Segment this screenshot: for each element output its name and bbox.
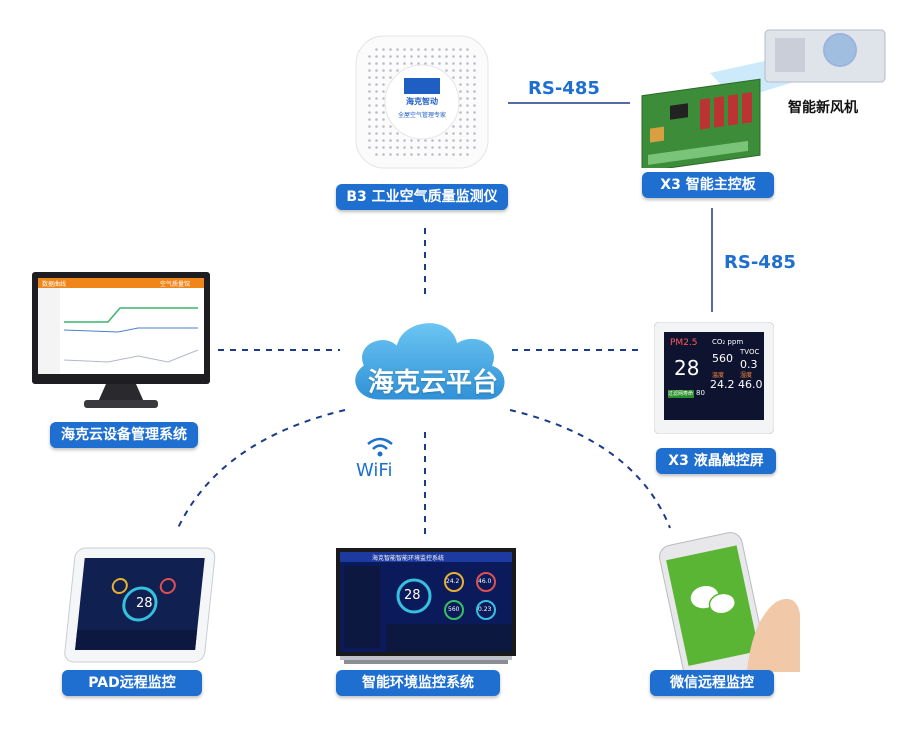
- tv-device: 海克智能智能环境监控系统 28 24.2 46.0 560 0.23: [336, 548, 516, 668]
- dash-cloud-pad: [177, 409, 346, 529]
- tv-v2: 46.0: [478, 578, 492, 585]
- b3-sensor-image: [355, 35, 489, 169]
- touch-hum-value: 46.0: [738, 378, 763, 391]
- cloud-label: 海克云平台: [368, 368, 499, 398]
- wifi-icon: [366, 436, 394, 462]
- monitor-image: [32, 272, 210, 408]
- touch-filter-label: 过滤网寿命: [668, 391, 694, 397]
- monitor-header-right: 空气质量馆: [160, 281, 191, 288]
- fresh-air-label: 智能新风机: [788, 100, 858, 116]
- dash-cloud-wechat: [509, 409, 671, 529]
- touch-pm-value: 28: [674, 356, 700, 380]
- touch-temp-value: 24.2: [710, 378, 735, 391]
- wechat-label: 微信远程监控: [650, 670, 774, 696]
- x3-board-label: X3 智能主控板: [642, 172, 774, 198]
- touch-co2-label: CO₂ ppm: [712, 338, 744, 346]
- b3-tagline: 全屋空气管理专家: [397, 112, 446, 119]
- x3-board-image: [641, 29, 886, 173]
- tv-v3: 560: [448, 606, 460, 613]
- x3-touch-label: X3 液晶触控屏: [656, 448, 776, 474]
- pad-device: 28: [62, 546, 222, 668]
- tv-v1: 24.2: [446, 578, 460, 585]
- wechat-device: [650, 532, 800, 684]
- cloud-mgmt-device: 数据曲线 空气质量馆: [28, 270, 214, 416]
- touch-co2-value: 560: [712, 352, 733, 365]
- tv-v4: 0.23: [478, 606, 492, 613]
- x3-touch-image: [653, 321, 775, 435]
- tv-image: [336, 548, 516, 664]
- b3-brand-text: 海克智动: [406, 97, 438, 106]
- b3-sensor-device: 海克智动 全屋空气管理专家: [352, 32, 492, 172]
- tv-screen-title: 海克智能智能环境监控系统: [372, 555, 445, 562]
- touch-filter-value: 80: [696, 389, 705, 397]
- cloud-platform: [340, 305, 516, 415]
- tv-screen-value: 28: [404, 588, 421, 603]
- cloud-mgmt-label: 海克云设备管理系统: [50, 422, 198, 448]
- b3-sensor-label: B3 工业空气质量监测仪: [336, 184, 508, 210]
- phone-image: [659, 532, 800, 684]
- rs485-top-label: RS-485: [528, 78, 600, 99]
- cloud-icon: [352, 320, 508, 403]
- pad-image: [64, 547, 216, 663]
- touch-hum-label: 湿度: [740, 372, 753, 379]
- tv-label: 智能环境监控系统: [336, 670, 500, 696]
- monitor-header-left: 数据曲线: [42, 281, 67, 288]
- touch-tvoc-value: 0.3: [740, 358, 758, 371]
- touch-temp-label: 温度: [712, 372, 725, 379]
- touch-tvoc-label: TVOC: [740, 348, 760, 356]
- wifi-label: WiFi: [356, 460, 393, 481]
- pad-label: PAD远程监控: [62, 670, 202, 696]
- touch-pm-label: PM2.5: [670, 338, 698, 348]
- x3-board-device: [640, 28, 890, 173]
- pad-screen-value: 28: [136, 596, 153, 611]
- x3-touch-device: PM2.5 CO₂ ppm TVOC 28 560 0.3 温度 湿度 24.2…: [653, 321, 775, 435]
- rs485-right-label: RS-485: [724, 252, 796, 273]
